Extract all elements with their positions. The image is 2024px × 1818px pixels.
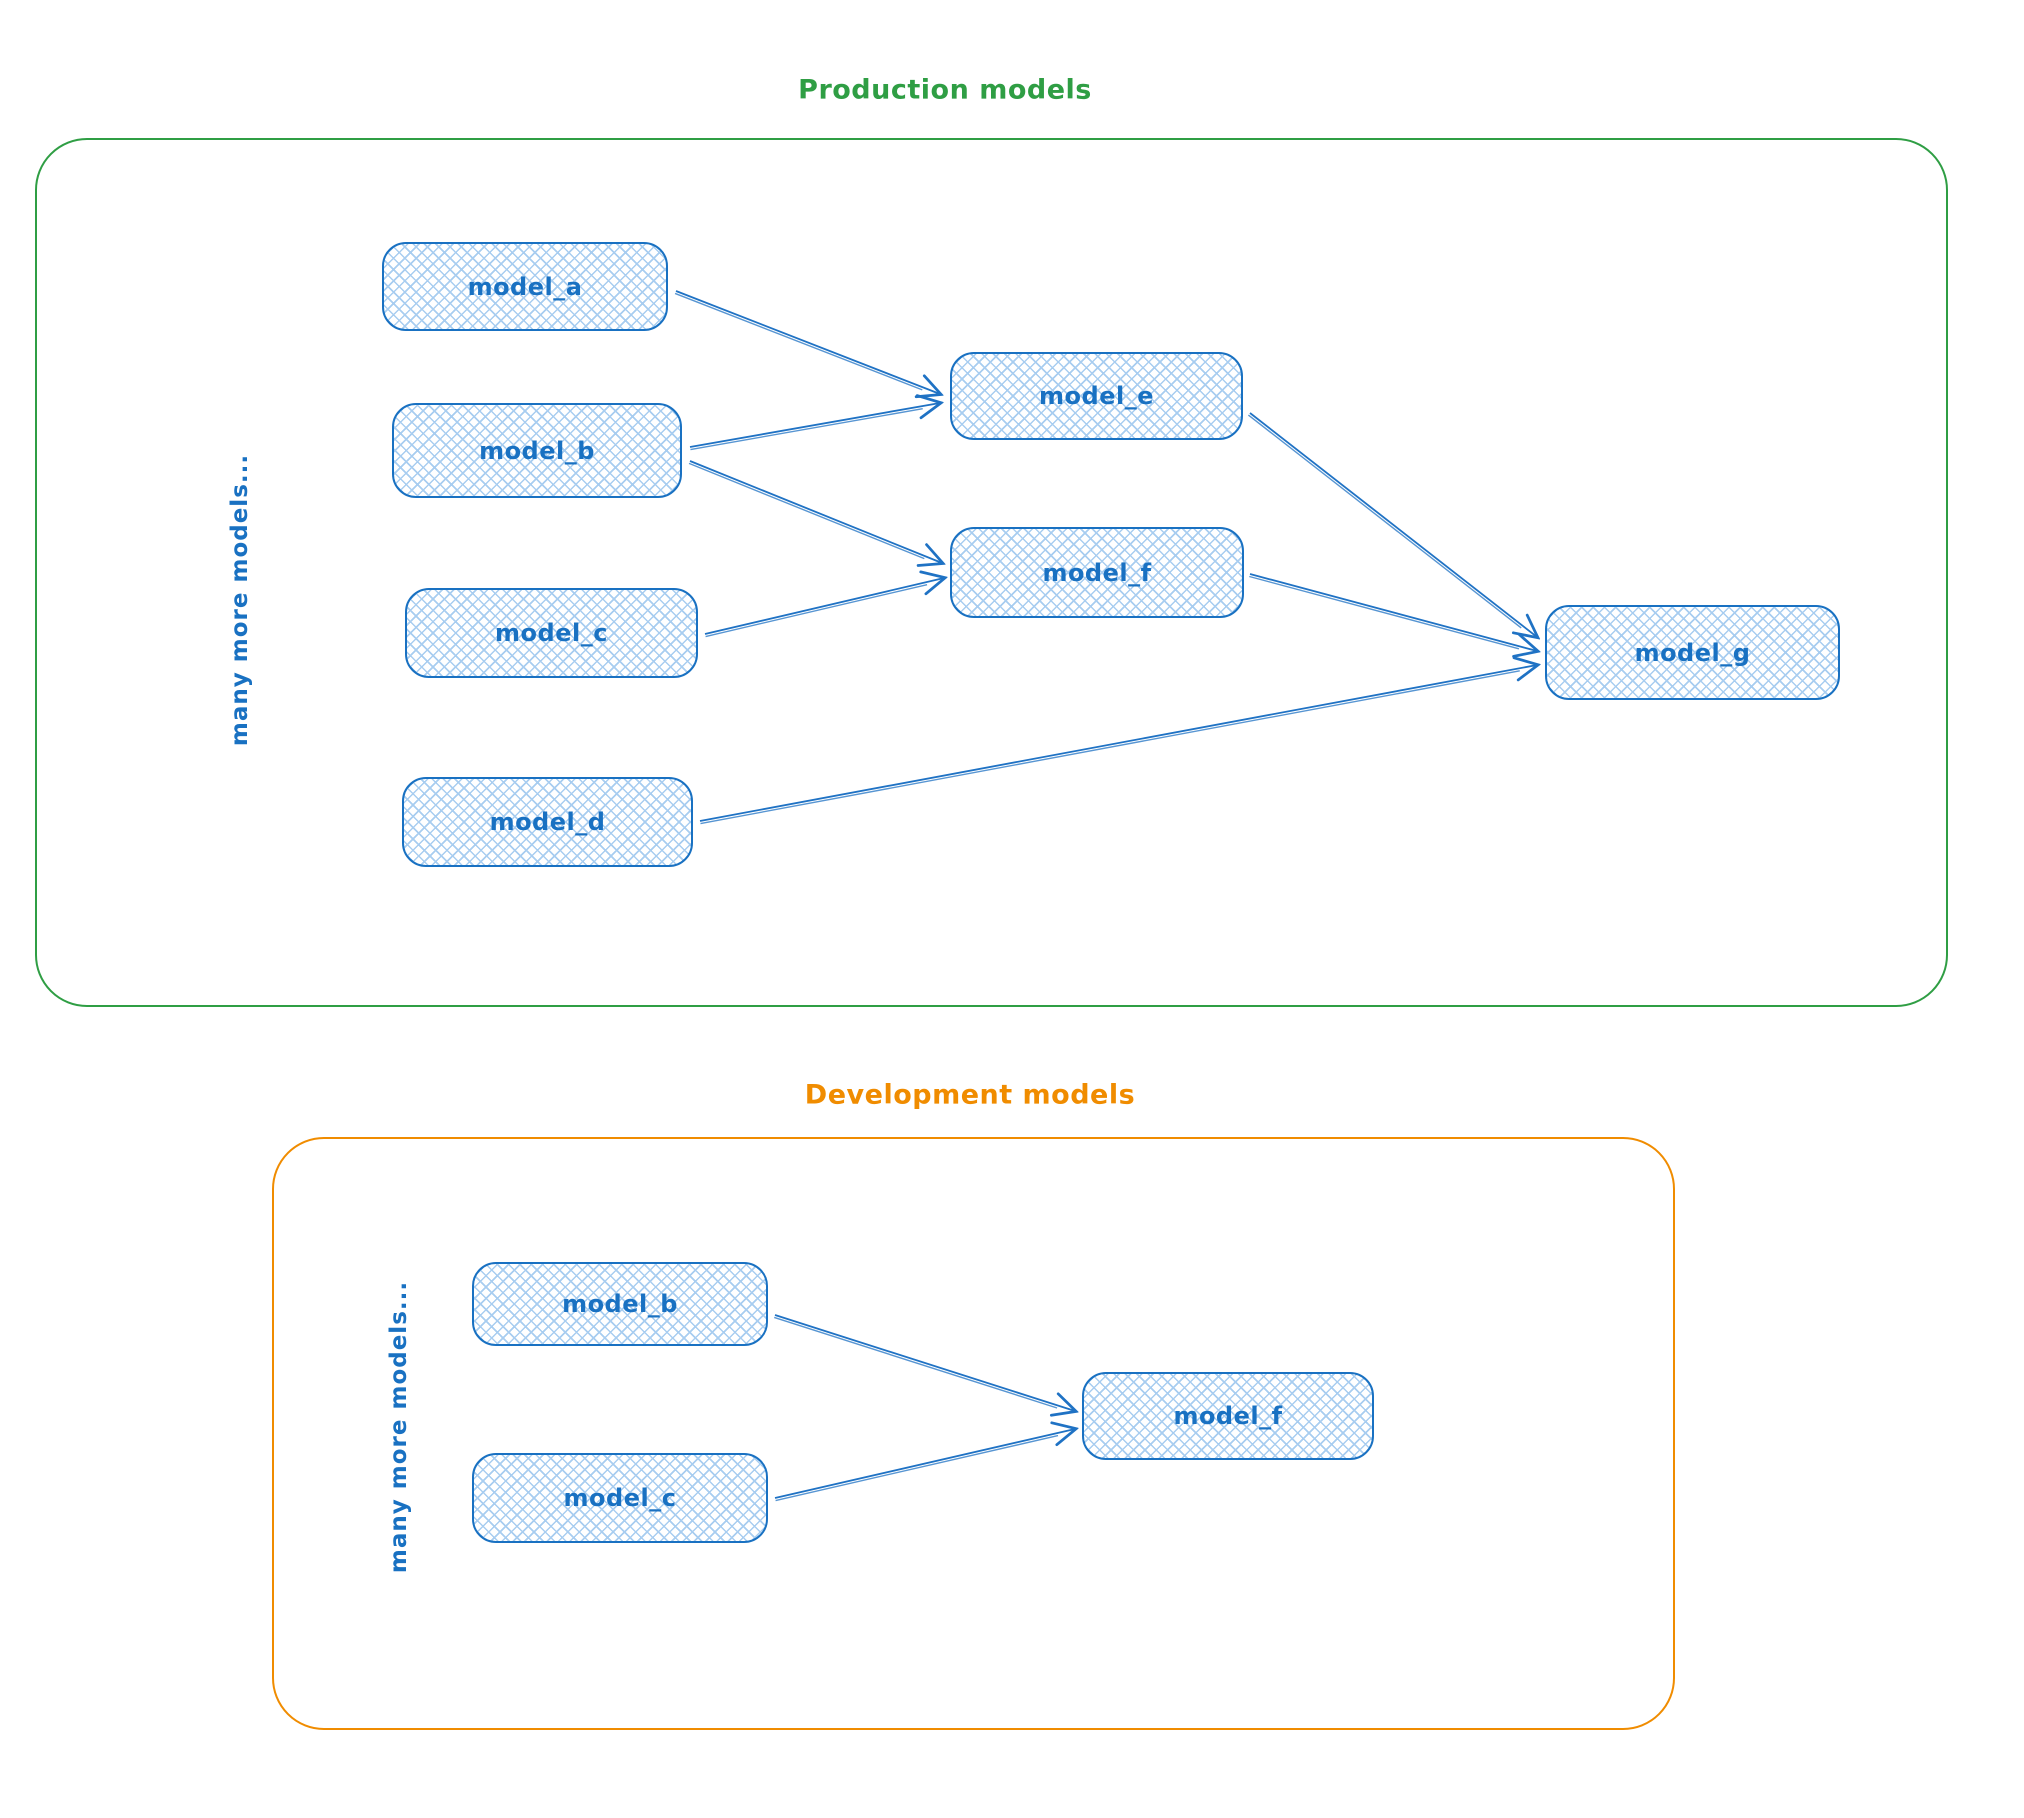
- node-dev-model-b: model_b: [472, 1262, 768, 1346]
- node-dev-model-f: model_f: [1082, 1372, 1374, 1460]
- node-label-prod-model-f: model_f: [1042, 558, 1152, 587]
- node-label-prod-model-d: model_d: [489, 808, 606, 836]
- node-prod-model-e: model_e: [950, 352, 1243, 440]
- node-label-prod-model-e: model_e: [1039, 382, 1154, 410]
- node-label-prod-model-g: model_g: [1634, 638, 1751, 667]
- node-prod-model-f: model_f: [950, 527, 1244, 618]
- node-label-prod-model-c: model_c: [495, 619, 608, 647]
- development-side-label: many more models...: [386, 1280, 412, 1574]
- node-prod-model-b: model_b: [392, 403, 682, 498]
- node-prod-model-g: model_g: [1545, 605, 1840, 700]
- production-side-label: many more models...: [227, 453, 253, 747]
- node-label-prod-model-b: model_b: [479, 436, 595, 465]
- node-label-dev-model-f: model_f: [1173, 1402, 1283, 1430]
- development-frame: [272, 1137, 1675, 1730]
- node-prod-model-a: model_a: [382, 242, 668, 331]
- node-prod-model-d: model_d: [402, 777, 693, 867]
- production-frame: [35, 138, 1948, 1007]
- node-label-dev-model-c: model_c: [563, 1484, 677, 1512]
- development-title: Development models: [804, 1079, 1136, 1111]
- node-dev-model-c: model_c: [472, 1453, 768, 1543]
- node-prod-model-c: model_c: [405, 588, 698, 678]
- production-title: Production models: [798, 74, 1092, 106]
- node-label-prod-model-a: model_a: [467, 272, 583, 301]
- node-label-dev-model-b: model_b: [562, 1290, 678, 1318]
